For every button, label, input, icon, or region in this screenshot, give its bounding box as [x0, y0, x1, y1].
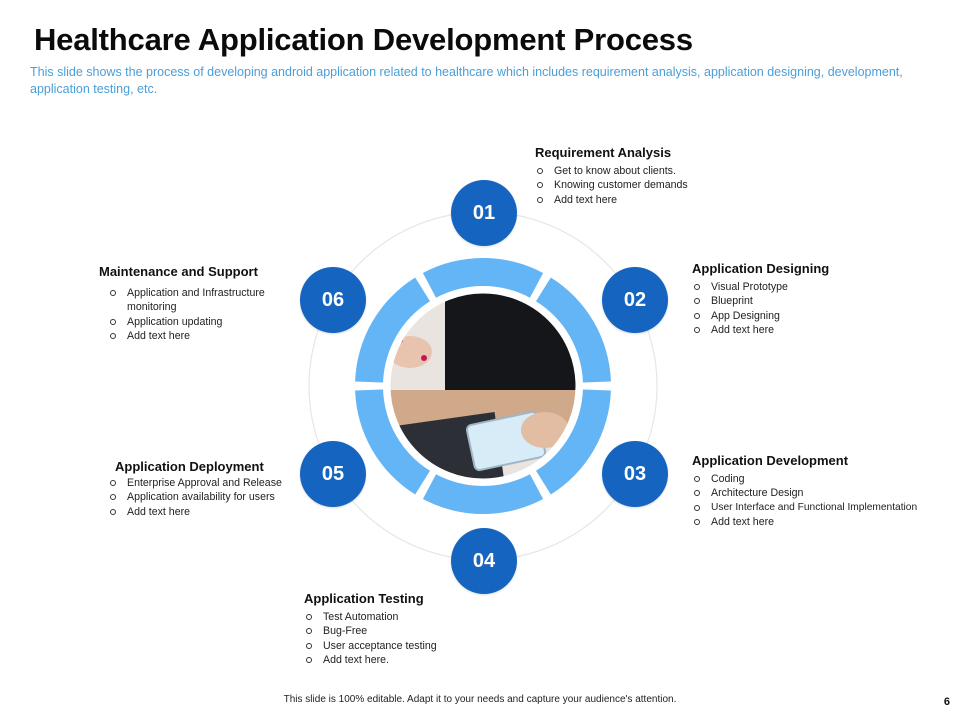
step-02-bullets: Visual Prototype Blueprint App Designing…	[692, 280, 932, 338]
step-01-bullets: Get to know about clients. Knowing custo…	[535, 164, 765, 207]
ring-segments	[355, 258, 611, 514]
ring-segment-2	[535, 277, 611, 383]
ring-segment-4	[422, 474, 544, 514]
list-item: App Designing	[692, 309, 932, 323]
list-item: Blueprint	[692, 294, 932, 308]
list-item: Add text here	[692, 323, 932, 337]
list-item: User Interface and Functional Implementa…	[692, 501, 954, 515]
page-number: 6	[943, 696, 950, 708]
step-03-bullets: Coding Architecture Design User Interfac…	[692, 472, 954, 530]
step-04-title: Application Testing	[304, 591, 424, 606]
step-04-bullets: Test Automation Bug-Free User acceptance…	[304, 610, 534, 668]
ring-segment-1	[422, 258, 544, 298]
list-item: Architecture Design	[692, 486, 954, 500]
step-06-title: Maintenance and Support	[99, 264, 258, 279]
list-item: Knowing customer demands	[535, 178, 765, 192]
list-item: Application and Infrastructure monitorin…	[108, 286, 278, 315]
list-item: Add text here	[692, 515, 954, 529]
step-05-title: Application Deployment	[115, 459, 264, 474]
ring-segment-5	[355, 389, 431, 495]
step-01-circle: 01	[451, 180, 517, 246]
step-03-title: Application Development	[692, 453, 849, 468]
step-04-text: Application Testing Test Automation Bug-…	[304, 591, 534, 668]
step-02-circle: 02	[602, 267, 668, 333]
list-item: Test Automation	[304, 610, 534, 624]
list-item: Add text here	[535, 193, 765, 207]
step-06-bullets: Application and Infrastructure monitorin…	[108, 286, 278, 344]
step-05-circle: 05	[300, 441, 366, 507]
slide-title: Healthcare Application Development Proce…	[34, 22, 693, 57]
step-06-text: Maintenance and Support Application and …	[99, 264, 289, 344]
list-item: Application availability for users	[108, 490, 303, 504]
slide-subtitle: This slide shows the process of developi…	[30, 65, 903, 96]
list-item: Enterprise Approval and Release	[108, 476, 303, 490]
step-03-circle: 03	[602, 441, 668, 507]
step-06-circle: 06	[300, 267, 366, 333]
ring-segment-3	[535, 389, 611, 495]
list-item: Coding	[692, 472, 954, 486]
list-item: Get to know about clients.	[535, 164, 765, 178]
step-04-circle: 04	[451, 528, 517, 594]
step-02-text: Application Designing Visual Prototype B…	[692, 261, 932, 338]
list-item: Add text here	[108, 329, 278, 343]
step-01-title: Requirement Analysis	[535, 145, 672, 160]
list-item: Add text here	[108, 505, 303, 519]
ring-segment-6	[355, 277, 431, 383]
step-03-text: Application Development Coding Architect…	[692, 453, 954, 530]
list-item: User acceptance testing	[304, 639, 534, 653]
list-item: Application updating	[108, 315, 278, 329]
list-item: Add text here.	[304, 653, 534, 667]
slide-footer: This slide is 100% editable. Adapt it to…	[283, 694, 677, 705]
step-01-text: Requirement Analysis Get to know about c…	[535, 145, 765, 207]
step-05-text: Application Deployment Enterprise Approv…	[108, 459, 303, 519]
list-item: Visual Prototype	[692, 280, 932, 294]
list-item: Bug-Free	[304, 624, 534, 638]
step-02-title: Application Designing	[692, 261, 830, 276]
step-05-bullets: Enterprise Approval and Release Applicat…	[108, 476, 303, 519]
